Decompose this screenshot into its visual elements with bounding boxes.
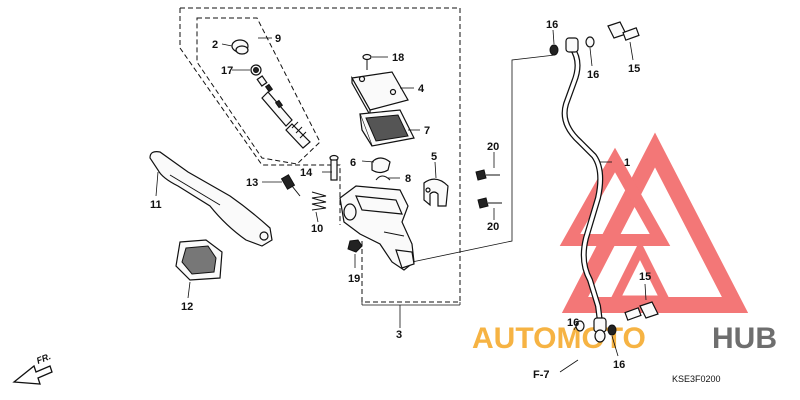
- front-direction-label: FR.: [35, 351, 52, 366]
- pivot-nut: [347, 239, 363, 253]
- callout-18: 18: [392, 52, 404, 64]
- brake-hose: [561, 37, 607, 343]
- callout-15-top: 15: [628, 63, 640, 75]
- callout-17: 17: [221, 65, 233, 77]
- cap-screw: [362, 53, 372, 70]
- callout-6: 6: [350, 157, 356, 169]
- callout-7: 7: [424, 125, 430, 137]
- diaphragm: [359, 109, 415, 147]
- reference-label: F-7: [533, 369, 550, 381]
- watermark-word-hub: HUB: [712, 322, 777, 355]
- callout-13: 13: [246, 177, 258, 189]
- callout-16-top-left: 16: [546, 19, 558, 31]
- callout-12: 12: [181, 301, 193, 313]
- callout-15-bottom: 15: [639, 271, 651, 283]
- callout-8: 8: [405, 173, 411, 185]
- reservoir-cap: [351, 71, 409, 118]
- callout-5: 5: [431, 151, 437, 163]
- callout-9: 9: [275, 33, 281, 45]
- hose-connect-line: [411, 54, 556, 263]
- piston-kit-parts: [231, 39, 311, 149]
- callout-2: 2: [212, 39, 218, 51]
- sealing-washers: [549, 36, 617, 336]
- callout-10: 10: [311, 223, 323, 235]
- rubber-boot: [371, 157, 391, 174]
- mounting-bolts: [475, 169, 502, 209]
- adjuster-bolt: [280, 174, 301, 197]
- callout-16-top-right: 16: [587, 69, 599, 81]
- callout-20-upper: 20: [487, 141, 499, 153]
- callout-14: 14: [300, 167, 313, 179]
- callout-1: 1: [624, 157, 630, 169]
- assembly-label-bracket: [361, 302, 461, 328]
- brake-lever: [149, 151, 273, 247]
- master-cylinder-body: [339, 185, 415, 271]
- stop-switch: [175, 239, 223, 281]
- callout-3: 3: [396, 329, 402, 341]
- drawing-code: KSE3F0200: [672, 374, 721, 384]
- callout-16-bottom-right: 16: [613, 359, 625, 371]
- watermark-logo: [559, 132, 749, 313]
- watermark-triangle-inner: [559, 147, 671, 246]
- holder-clamp: [423, 178, 449, 207]
- callout-16-bottom-left: 16: [567, 317, 579, 329]
- piston-kit-boundary: [196, 17, 321, 165]
- circlip: [375, 175, 391, 181]
- watermark-triangle-small: [607, 239, 673, 305]
- oil-bolts: [607, 21, 659, 321]
- callout-11: 11: [150, 199, 162, 211]
- watermark-text: AUTOMOTO HUB: [472, 322, 777, 355]
- pivot-bolt: [329, 154, 339, 181]
- callout-4: 4: [418, 83, 425, 95]
- assembly-boundary: [179, 7, 461, 303]
- callout-19: 19: [348, 273, 360, 285]
- callout-20-lower: 20: [487, 221, 499, 233]
- spring: [311, 191, 327, 211]
- leader-lines: [155, 29, 647, 373]
- watermark-word-automoto: AUTOMOTO: [472, 322, 646, 355]
- watermark-triangle-outer: [561, 132, 749, 313]
- front-direction-arrow-icon: [12, 364, 53, 385]
